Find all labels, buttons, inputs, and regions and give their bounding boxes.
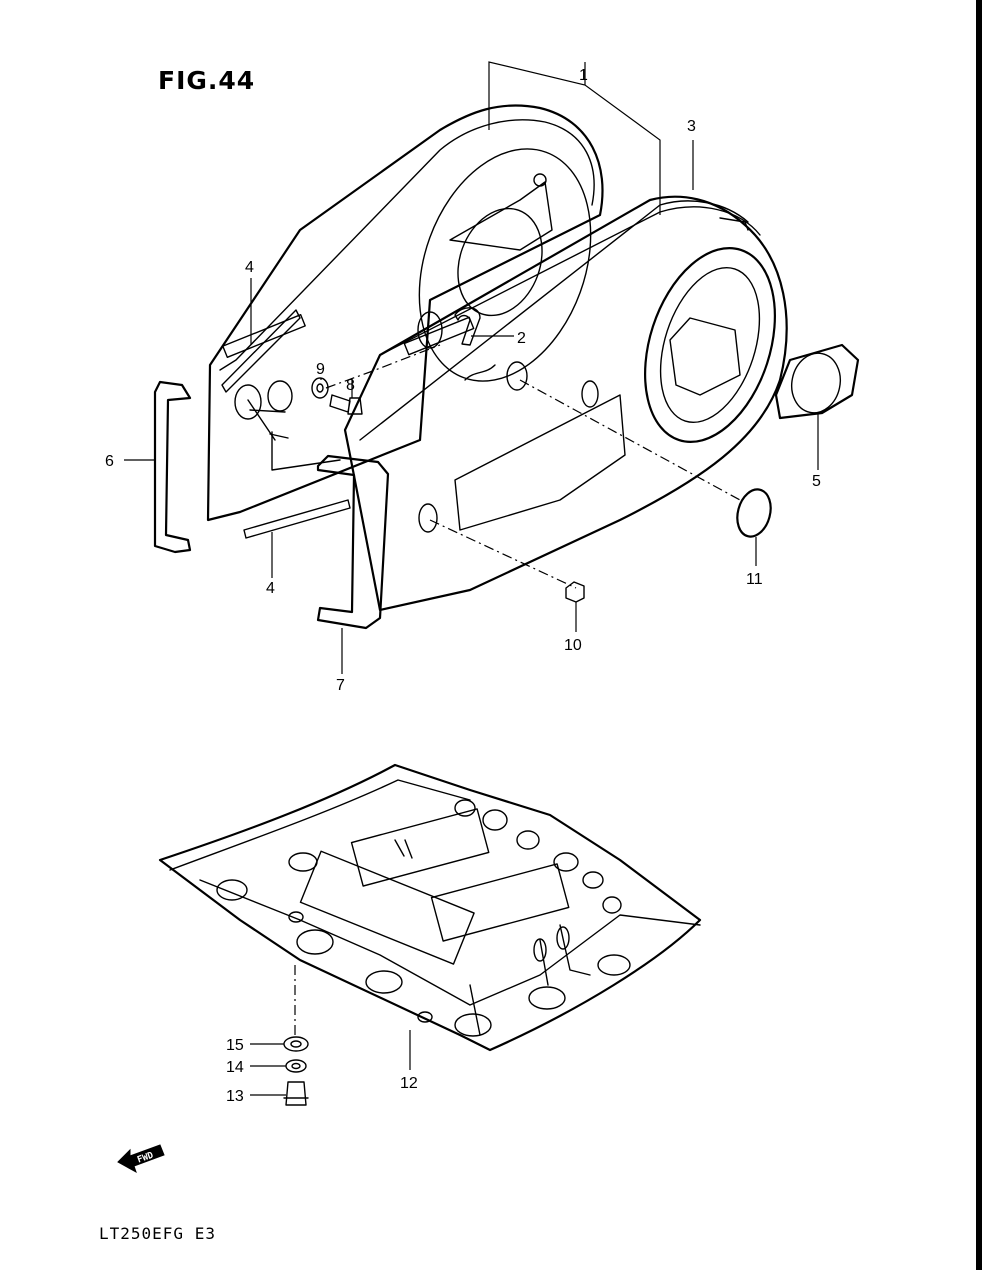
callout-14: 14 [226, 1059, 244, 1076]
callout-4-upper: 4 [245, 259, 254, 276]
part-7-seal [316, 454, 390, 630]
callout-10: 10 [564, 637, 582, 654]
callout-9: 9 [316, 361, 325, 378]
part-4-upper-strip [221, 309, 301, 393]
part-11-plug [736, 488, 772, 538]
outer-cover [343, 195, 788, 612]
callout-8: 8 [346, 377, 355, 394]
skid-plate [158, 763, 702, 1052]
part-8-bolt [329, 394, 363, 415]
part-15-washer [283, 1036, 309, 1052]
assembly-lines [294, 344, 741, 1036]
callout-2: 2 [517, 330, 526, 347]
part-10-nut [565, 581, 585, 603]
fwd-arrow-icon: FWD [117, 1144, 165, 1174]
callout-7: 7 [336, 677, 345, 694]
part-13-bolt [283, 1081, 309, 1106]
model-code: LT250EFG E3 [99, 1224, 216, 1243]
callout-1: 1 [579, 67, 588, 84]
callout-5: 5 [812, 473, 821, 490]
callout-4-lower: 4 [266, 580, 275, 597]
inner-case [206, 104, 604, 522]
leader-lines [124, 61, 819, 1096]
part-9-washer [311, 377, 329, 399]
callout-11: 11 [746, 571, 763, 588]
part-6-seal [153, 380, 192, 554]
callout-labels: 1 2 3 4 4 5 6 7 8 9 10 11 12 13 14 15 [105, 67, 821, 1105]
part-2-clamp [454, 307, 481, 346]
part-14-lock-washer [285, 1059, 307, 1073]
callout-13: 13 [226, 1088, 244, 1105]
stud-bolt [247, 399, 289, 441]
callout-15: 15 [226, 1037, 244, 1054]
part-5-grommet [774, 343, 860, 420]
callout-3: 3 [687, 118, 696, 135]
figure-title: FIG.44 [158, 66, 256, 95]
callout-6: 6 [105, 453, 114, 470]
part-4-lower-strip [243, 499, 351, 539]
page-edge-bar [976, 0, 982, 1270]
callout-12: 12 [400, 1075, 418, 1092]
